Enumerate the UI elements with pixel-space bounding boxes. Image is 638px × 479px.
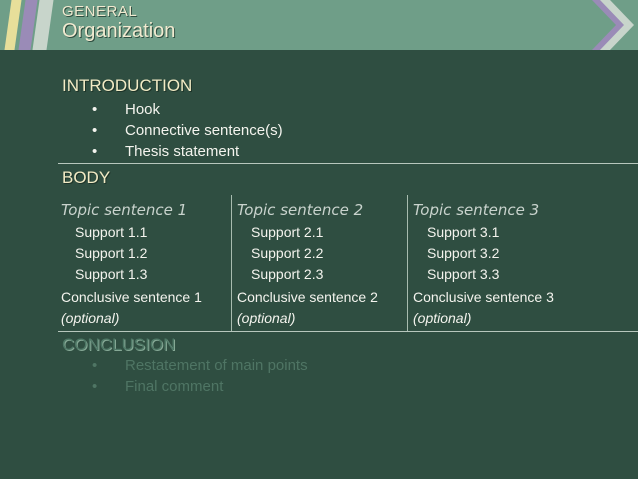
support-item: Support 3.3 xyxy=(427,266,500,282)
support-item: Support 3.1 xyxy=(427,224,500,240)
list-item: •Connective sentence(s) xyxy=(92,122,283,139)
column-divider xyxy=(407,195,408,331)
support-item: Support 2.2 xyxy=(251,245,324,261)
optional-note: (optional) xyxy=(61,310,120,326)
topic-sentence: Topic sentence 2 xyxy=(237,201,364,219)
conclusive-sentence: Conclusive sentence 3 xyxy=(413,289,554,305)
conclusive-sentence: Conclusive sentence 2 xyxy=(237,289,378,305)
body-column-1: Topic sentence 1 Support 1.1 Support 1.2… xyxy=(61,198,231,328)
conclusion-heading: CONCLUSION xyxy=(62,335,176,354)
bullet-icon: • xyxy=(92,378,98,395)
introduction-list: •Hook •Connective sentence(s) •Thesis st… xyxy=(92,99,283,162)
header-text: GENERAL Organization xyxy=(62,3,176,43)
introduction-heading: INTRODUCTION xyxy=(62,76,193,95)
support-item: Support 2.3 xyxy=(251,266,324,282)
divider xyxy=(58,331,638,332)
list-item: •Thesis statement xyxy=(92,143,240,160)
column-divider xyxy=(231,195,232,331)
body-heading: BODY xyxy=(62,168,111,187)
support-item: Support 3.2 xyxy=(427,245,500,261)
support-item: Support 1.1 xyxy=(75,224,148,240)
bullet-icon: • xyxy=(92,101,98,118)
list-item: •Restatement of main points xyxy=(92,357,308,374)
bullet-icon: • xyxy=(92,143,98,160)
body-column-3: Topic sentence 3 Support 3.1 Support 3.2… xyxy=(413,198,583,328)
chevron-arrow-icon xyxy=(518,0,634,50)
bullet-icon: • xyxy=(92,357,98,374)
header-bar: GENERAL Organization xyxy=(0,0,638,50)
support-item: Support 1.2 xyxy=(75,245,148,261)
bullet-icon: • xyxy=(92,122,98,139)
topic-sentence: Topic sentence 1 xyxy=(61,201,188,219)
divider xyxy=(58,163,638,164)
conclusion-list: •Restatement of main points •Final comme… xyxy=(92,355,308,397)
topic-sentence: Topic sentence 3 xyxy=(413,201,540,219)
header-kicker: GENERAL xyxy=(62,3,138,20)
list-item: •Hook xyxy=(92,101,161,118)
conclusive-sentence: Conclusive sentence 1 xyxy=(61,289,202,305)
optional-note: (optional) xyxy=(237,310,296,326)
body-column-2: Topic sentence 2 Support 2.1 Support 2.2… xyxy=(237,198,407,328)
page-title: Organization xyxy=(62,20,176,42)
support-item: Support 2.1 xyxy=(251,224,324,240)
support-item: Support 1.3 xyxy=(75,266,148,282)
list-item: •Final comment xyxy=(92,378,224,395)
optional-note: (optional) xyxy=(413,310,472,326)
